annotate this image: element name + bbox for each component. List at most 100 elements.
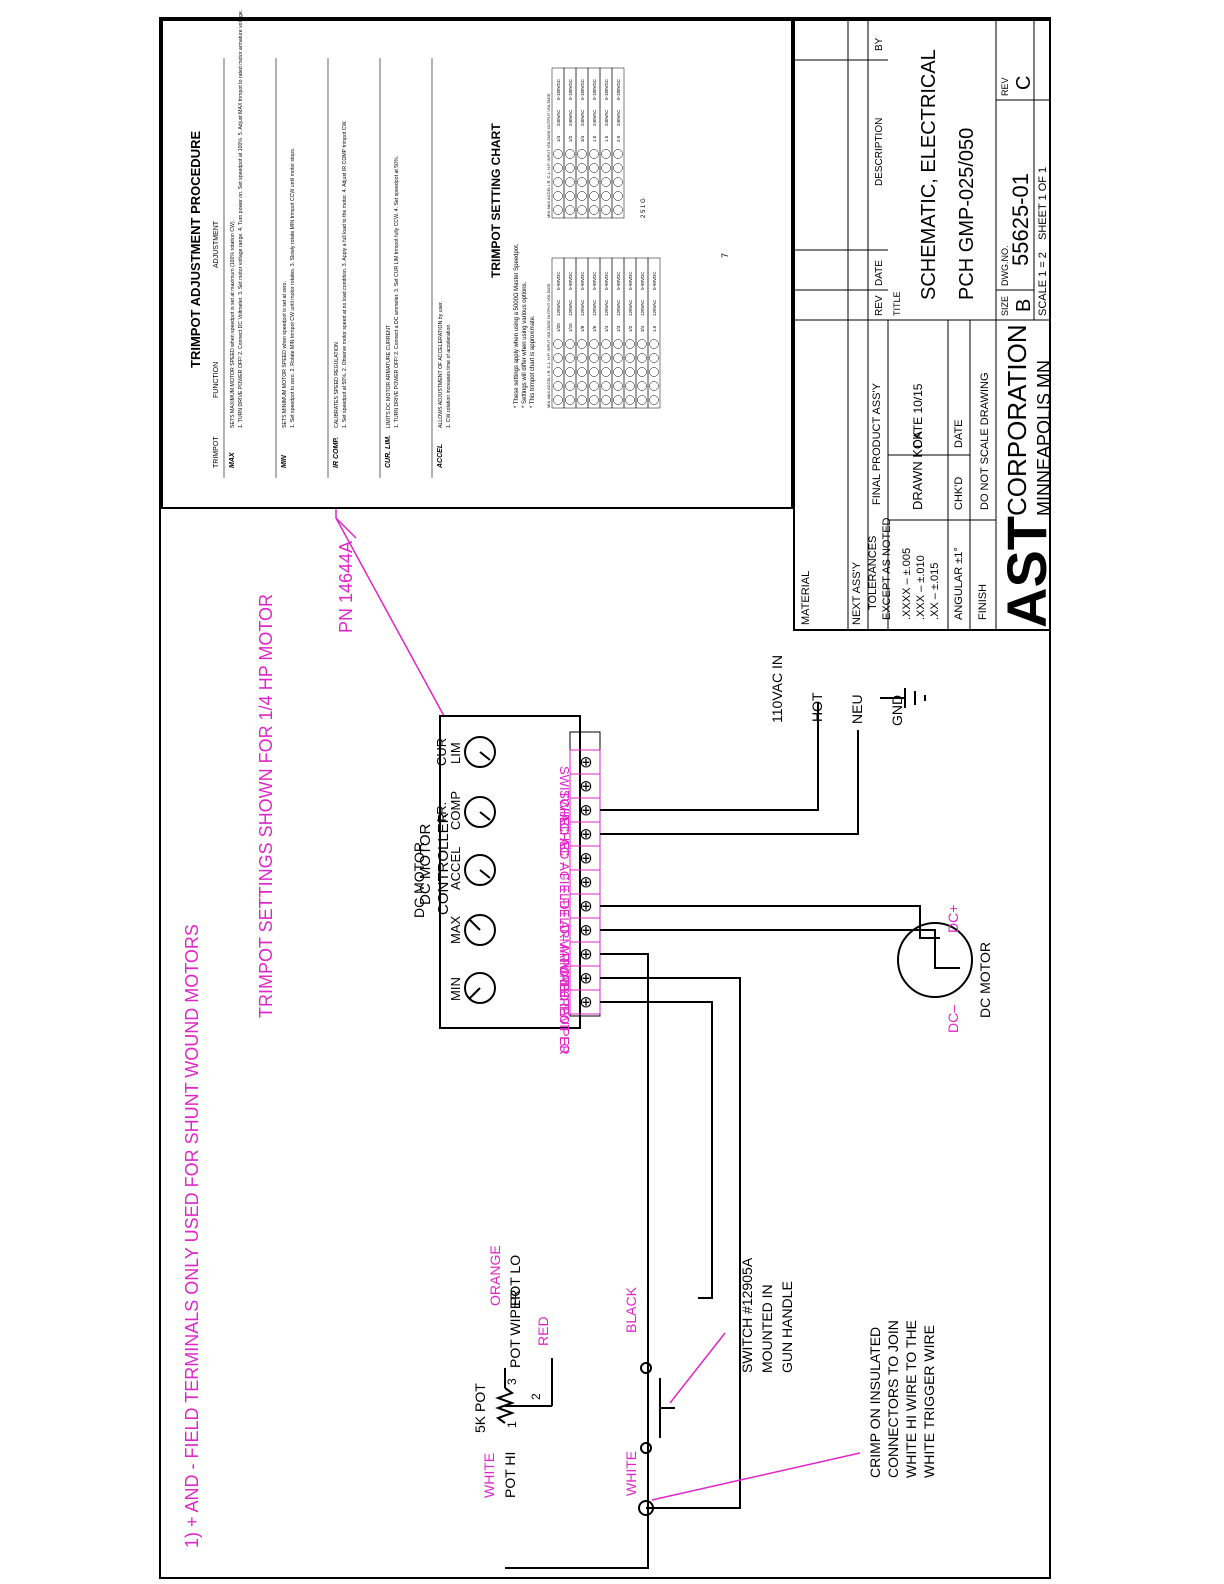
chart-output-voltage: 0-90VDC	[616, 271, 621, 290]
procedure-function: SETS MAXIMUM MOTOR SPEED when speedpot i…	[230, 220, 236, 428]
trimpot-dial-icon	[565, 163, 575, 173]
crimp-note: CRIMP ON INSULATED CONNECTORS TO JOIN WH…	[638, 1320, 937, 1516]
terminal-strip: ⊕POT LO⊕POT WIPER⊕POT HI⊕– ARMATURE⊕+ AR…	[557, 731, 601, 1055]
terminal-cell	[569, 749, 601, 775]
pn-pointer	[335, 517, 445, 717]
svg-text:DATE: DATE	[953, 419, 965, 448]
svg-text:C: C	[1013, 76, 1035, 90]
svg-text:MOUNTED IN: MOUNTED IN	[759, 1284, 775, 1373]
chart-hp: 1.0	[592, 135, 597, 142]
trimpot-dial-icon	[601, 177, 611, 187]
terminal-screw-icon: ⊕	[578, 876, 595, 889]
terminal-label: POT LO	[557, 1006, 572, 1053]
chart-input-voltage: 120VAC	[604, 299, 609, 316]
trimpot-dial-icon	[565, 191, 575, 201]
svg-text:ORANGE: ORANGE	[487, 1245, 503, 1306]
svg-text:BLACK: BLACK	[623, 1286, 639, 1333]
trimpot-max[interactable]: MAX	[448, 914, 496, 946]
svg-text:LIM: LIM	[448, 742, 463, 764]
procedure-trimpot: MIN	[281, 454, 288, 468]
tb-final-assy: FINAL PRODUCT ASS'Y	[871, 382, 883, 505]
trimpot-dial-icon	[577, 191, 587, 201]
part-number: PN 14644A	[336, 541, 356, 633]
trimpot-dial-icon	[589, 149, 599, 159]
trimpot-dial-icon	[577, 163, 587, 173]
landscape-sheet: 1) + AND - FIELD TERMINALS ONLY USED FOR…	[182, 388, 993, 1569]
svg-text:FINISH: FINISH	[977, 584, 989, 620]
trimpot-dial-icon	[553, 149, 563, 159]
trimpot-dial-icon	[625, 367, 635, 377]
trimpot-dial-icon	[553, 353, 563, 363]
trimpot-dial-icon	[565, 177, 575, 187]
trimpot-cur-lim[interactable]: CUR LIM	[434, 736, 496, 768]
svg-text:CRIMP ON INSULATED: CRIMP ON INSULATED	[867, 1327, 883, 1478]
trimpot-dial-icon	[601, 381, 611, 391]
procedure-adjustment: 1. Set speedpot to zero. 2. Rotate MIN t…	[290, 148, 296, 428]
chart-input-voltage: 120VAC	[640, 299, 645, 316]
trimpot-dial-icon	[625, 339, 635, 349]
svg-text:ANGULAR ±1°: ANGULAR ±1°	[953, 547, 965, 620]
tb-title-label: TITLE	[892, 291, 902, 316]
chart-input-voltage: 240VAC	[604, 109, 609, 126]
trimpot-dial-icon	[649, 339, 659, 349]
trimpot-dial-icon	[553, 381, 563, 391]
tb-rev: REV C	[1000, 76, 1035, 96]
svg-text:TRIMPOT ADJUSTMENT PROCEDURE: TRIMPOT ADJUSTMENT PROCEDURE	[188, 131, 203, 368]
speed-pot: 5K POT POT HI WHITE POT WIPER POT LO ORA…	[472, 1245, 553, 1498]
trimpot-dial-icon	[553, 367, 563, 377]
tb-do-not-scale: DO NOT SCALE DRAWING	[979, 372, 991, 510]
trimpot-dial-icon	[601, 163, 611, 173]
svg-text:I.R.: I.R.	[434, 802, 449, 822]
trimpot-dial-icon	[553, 205, 563, 215]
svg-text:CHK'D: CHK'D	[953, 477, 965, 510]
trimpot-dial-icon	[577, 177, 587, 187]
terminal-screw-icon: ⊕	[578, 948, 595, 961]
trimpot-dial-icon	[649, 367, 659, 377]
svg-text:* These settings apply when us: * These settings apply when using a 5000…	[514, 243, 520, 408]
chart-hp: 3/4	[580, 135, 585, 142]
trimpot-dial-icon	[637, 367, 647, 377]
svg-text:MINNEAPOLIS MN: MINNEAPOLIS MN	[1034, 360, 1054, 516]
chart-hp: 1/15	[568, 323, 573, 332]
chart-g-label: 2 5 1 G	[641, 198, 647, 218]
svg-text:WHITE: WHITE	[481, 1453, 497, 1498]
svg-text:SHEET 1 OF 1: SHEET 1 OF 1	[1037, 167, 1049, 240]
terminal-screw-icon: ⊕	[578, 996, 595, 1009]
svg-text:SCHEMATIC, ELECTRICAL: SCHEMATIC, ELECTRICAL	[918, 49, 940, 300]
terminal-label: – FIELD	[557, 862, 572, 910]
procedure-adjustment: 1. Set speedpot at 50%. 2. Observe motor…	[342, 120, 348, 428]
terminal-screw-icon: ⊕	[578, 756, 595, 769]
chart-left-header: MIN MAX ACCEL I.R. C.L. H.P. INPUT VOLTA…	[546, 283, 551, 408]
chart-hp: 1/3	[616, 325, 621, 332]
tb-tol-values: .XXXX – ±.005 .XXX – ±.010 .XX – ±.015	[901, 548, 941, 620]
svg-text:DATE 10/15: DATE 10/15	[911, 383, 925, 448]
chart-hp: 1/2	[568, 135, 573, 142]
chart-hp: 1/20	[556, 323, 561, 332]
chart-hp: 1.5	[604, 135, 609, 142]
svg-text:TRIMPOT SETTING CHART: TRIMPOT SETTING CHART	[489, 123, 503, 278]
chart-input-voltage: 240VAC	[616, 109, 621, 126]
svg-text:WHITE TRIGGER WIRE: WHITE TRIGGER WIRE	[921, 1325, 937, 1478]
power-input: 110VAC IN HOT NEU GND	[769, 655, 926, 726]
chart-right-row	[611, 67, 625, 219]
svg-text:GND: GND	[889, 695, 905, 726]
chart-input-voltage: 120VAC	[628, 299, 633, 316]
svg-text:.XX – ±.015: .XX – ±.015	[929, 563, 941, 620]
chart-input-voltage: 240VAC	[592, 109, 597, 126]
svg-text:EXCEPT AS NOTED: EXCEPT AS NOTED	[881, 517, 893, 620]
svg-text:COMP: COMP	[448, 791, 463, 830]
trimpot-min[interactable]: MIN	[448, 972, 496, 1004]
trigger-switch: WHITE BLACK SWITCH #12905A MOUNTED IN GU…	[623, 1257, 795, 1496]
trimpot-accel[interactable]: ACCEL	[448, 847, 496, 890]
svg-text:GUN HANDLE: GUN HANDLE	[779, 1281, 795, 1373]
terminal-label: POT WIPER	[557, 982, 572, 1055]
svg-text:REV: REV	[874, 295, 885, 316]
procedure-adjustment: 1. TURN DRIVE POWER OFF! 2. Connect a DC…	[394, 156, 400, 428]
chart-hp: 1/4	[604, 325, 609, 332]
trimpot-dial-icon	[565, 149, 575, 159]
procedure-adjustment: 1. TURN DRIVE POWER OFF! 2. Connect DC V…	[238, 10, 244, 428]
svg-text:DC–: DC–	[945, 1005, 961, 1033]
tb-chkd: CHK'D	[953, 477, 965, 510]
trimpot-dial-icon	[601, 367, 611, 377]
trimpot-ir-comp[interactable]: I.R. COMP	[434, 791, 496, 830]
